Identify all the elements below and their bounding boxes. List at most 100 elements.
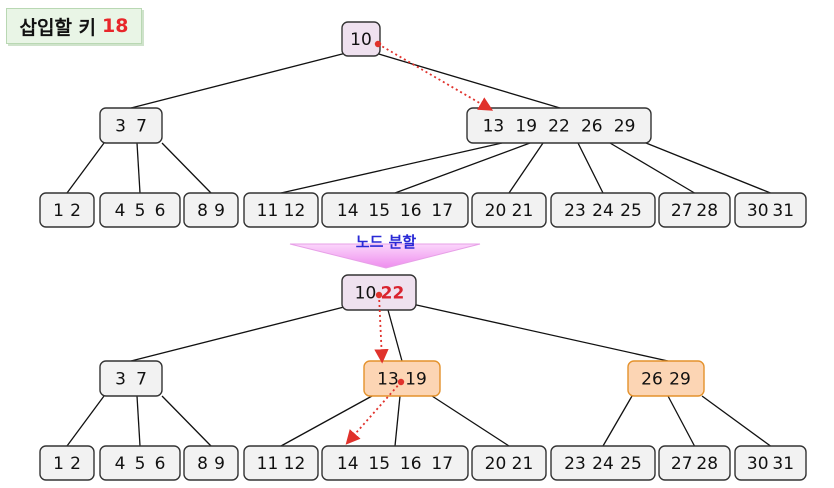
before-edge <box>371 51 561 109</box>
before-search-pointer-line <box>377 43 494 111</box>
before-edge <box>161 142 212 194</box>
before-leaf-node-key: 30 <box>747 201 769 221</box>
after-internal-node-box <box>627 360 705 397</box>
after-edge <box>280 395 373 447</box>
after-leaf-node-key: 23 <box>564 454 586 474</box>
before-leaf-node-key: 17 <box>431 201 453 221</box>
after-leaf-node-key: 8 <box>197 454 208 474</box>
before-leaf-node-key: 27 <box>671 201 693 221</box>
after-leaf-node-box <box>39 445 95 481</box>
before-leaf-node-box <box>471 192 547 228</box>
before-search-pointer <box>374 40 494 111</box>
before-leaf-node-key: 25 <box>620 201 642 221</box>
after-leaf-node-box <box>550 445 656 481</box>
before-leaf-node-key: 16 <box>400 201 422 221</box>
after-leaf-node-box <box>658 445 731 481</box>
before-internal-node-key: 3 <box>115 117 126 137</box>
insert-key-label: 삽입할 키 <box>19 16 97 39</box>
after-internal-node-key: 13 <box>377 370 399 390</box>
before-root-node-box <box>341 21 381 57</box>
after-leaf-node-key: 30 <box>747 454 769 474</box>
before-leaf-node-key: 15 <box>368 201 390 221</box>
before-leaf-node-key: 14 <box>337 201 359 221</box>
before-internal-node-key: 26 <box>581 117 603 137</box>
before-leaf-node-key: 12 <box>284 201 306 221</box>
after-leaf-node-key: 31 <box>772 454 794 474</box>
after-leaf-node-key: 6 <box>155 454 166 474</box>
after-leaf-node-key: 5 <box>135 454 146 474</box>
after-internal-pointer-line <box>345 381 402 445</box>
before-leaf-node-key: 21 <box>512 201 534 221</box>
before-edge <box>508 142 544 194</box>
before-leaf-node-key: 31 <box>772 201 794 221</box>
before-leaf-node-box <box>39 192 95 228</box>
before-internal-node-key: 22 <box>548 117 570 137</box>
after-leaf-node-key: 28 <box>696 454 718 474</box>
before-leaf-node-box <box>99 192 181 228</box>
before-internal-node-box <box>466 107 652 144</box>
before-leaf-node-key: 20 <box>485 201 507 221</box>
after-internal-node-key: 7 <box>136 370 147 390</box>
before-root-node-key: 10 <box>350 30 372 50</box>
after-edge <box>136 395 141 447</box>
before-leaf-node-box <box>550 192 656 228</box>
split-arrow: 노드 분할 <box>289 233 481 269</box>
after-leaf-node-key: 24 <box>592 454 614 474</box>
before-edge <box>130 51 351 109</box>
after-leaf-node-key: 27 <box>671 454 693 474</box>
after-leaf-node-key: 1 <box>53 454 64 474</box>
before-leaf-node-key: 5 <box>135 201 146 221</box>
before-leaf-node-box <box>321 192 469 228</box>
before-internal-node-key: 13 <box>483 117 505 137</box>
before-edge <box>577 142 604 194</box>
after-internal-node-key: 3 <box>115 370 126 390</box>
after-leaf-node-key: 21 <box>512 454 534 474</box>
after-leaf-node-key: 12 <box>284 454 306 474</box>
after-internal-node-box <box>363 360 441 397</box>
before-leaf-node-key: 1 <box>53 201 64 221</box>
after-leaf-node-key: 15 <box>368 454 390 474</box>
before-leaf-node-key: 8 <box>197 201 208 221</box>
after-edge <box>161 395 212 447</box>
after-leaf-node-box <box>183 445 239 481</box>
after-leaf-node-key: 11 <box>257 454 279 474</box>
after-root-node-key: 10 <box>355 284 377 304</box>
after-internal-node: 13 19 <box>363 360 441 397</box>
after-root-pointer <box>374 291 389 364</box>
before-leaf-node-key: 6 <box>155 201 166 221</box>
after-internal-node-key: 29 <box>669 370 691 390</box>
after-edge <box>130 305 349 362</box>
split-arrow-label: 노드 분할 <box>356 233 417 251</box>
before-internal-node-box <box>99 107 163 144</box>
before-edge <box>394 142 531 194</box>
before-edge <box>66 142 105 194</box>
after-internal-node-key: 19 <box>405 370 427 390</box>
after-edge <box>66 395 105 447</box>
after-internal-node-box <box>99 360 163 397</box>
before-leaf-node-key: 24 <box>592 201 614 221</box>
after-root-node-key: 22 <box>381 284 405 304</box>
after-leaf-node-box <box>243 445 319 481</box>
after-leaf-node-key: 9 <box>214 454 225 474</box>
after-root-pointer-line <box>374 294 389 364</box>
before-leaf-node: 14 15 16 17 <box>321 192 469 228</box>
insert-key-value: 18 <box>102 15 129 37</box>
before-internal-node-key: 19 <box>515 117 537 137</box>
after-edge <box>394 395 401 447</box>
